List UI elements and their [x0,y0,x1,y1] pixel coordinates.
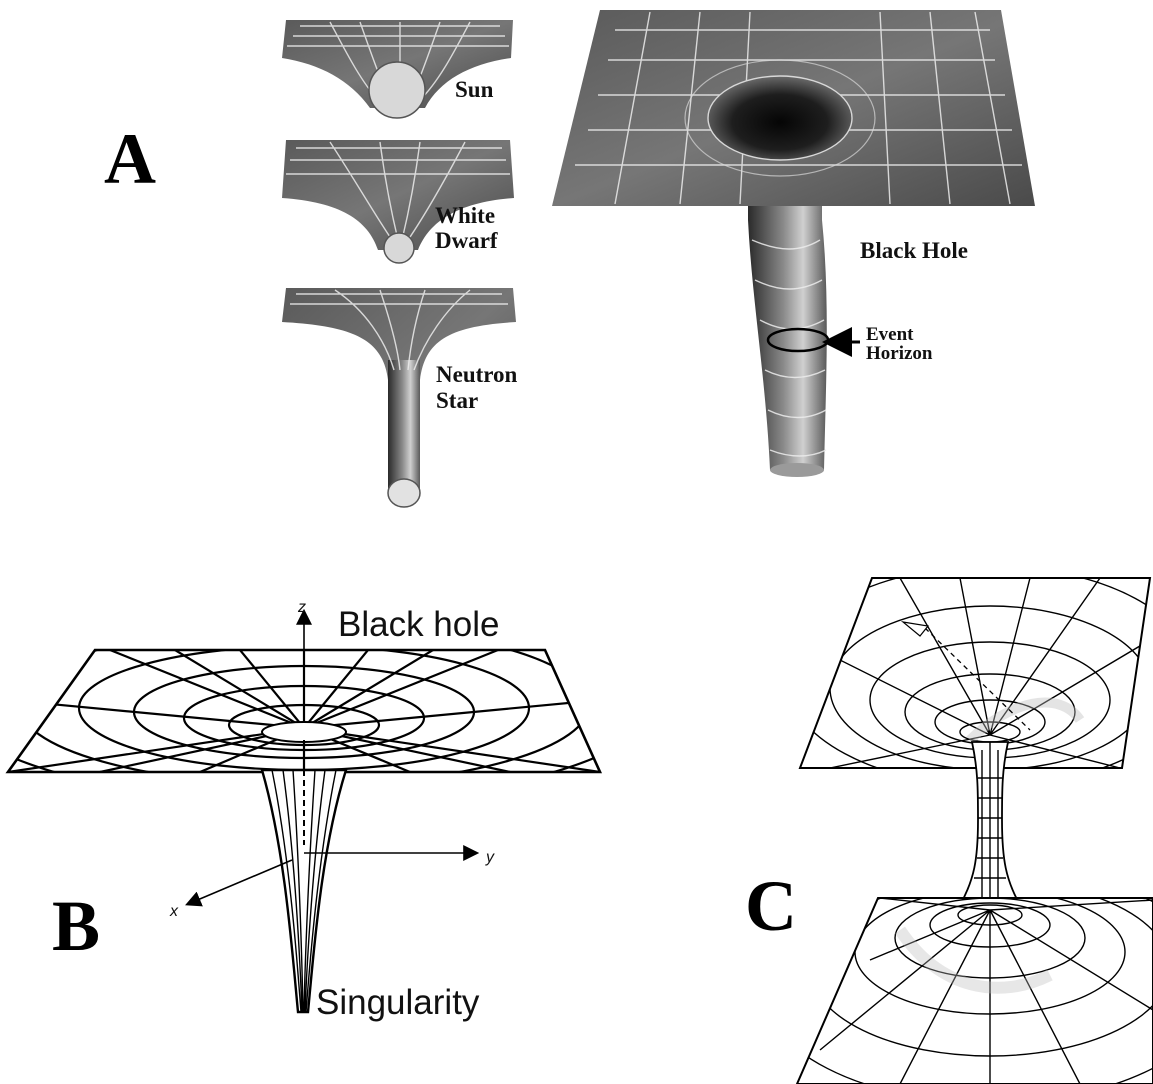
z-axis-label: z [297,599,306,616]
panel-b-title: Black hole [338,605,499,644]
y-axis-label: y [485,849,495,866]
sun-well [282,20,513,118]
neutron-star-well [282,288,516,507]
neutron-star-sphere [388,479,420,507]
x-axis [188,860,292,904]
white-dwarf-sphere [384,233,414,263]
x-axis-label: x [169,903,179,920]
panel-b-letter: B [52,886,100,966]
black-hole-label: Black Hole [860,238,968,263]
panel-c-lower-sheet [760,867,1153,1084]
sun-label: Sun [455,77,494,102]
neutron-star-label-line1: Neutron [436,362,518,387]
panel-c-upper-sheet [785,566,1153,786]
white-dwarf-label-line2: Dwarf [435,228,498,253]
event-horizon-label-line2: Horizon [866,343,933,364]
singularity-label: Singularity [316,983,480,1022]
panel-c: C [745,566,1153,1084]
panel-b: B z y x Black hole Singularity [0,599,654,1022]
panel-a: A Sun White Dwarf Neutron Star [104,10,1035,507]
sun-sphere [369,62,425,118]
white-dwarf-label-line1: White [435,203,495,228]
panel-a-letter: A [104,119,156,199]
neutron-star-label-line2: Star [436,388,478,413]
panel-c-letter: C [745,866,797,946]
event-horizon-label-line1: Event [866,324,914,345]
